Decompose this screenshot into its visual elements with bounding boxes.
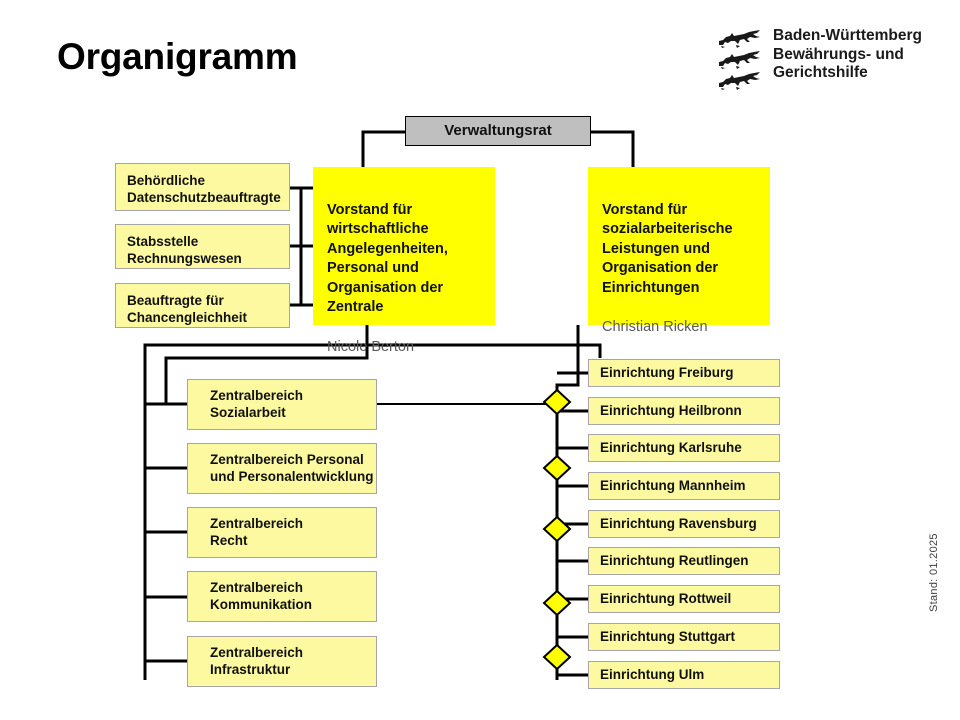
node-zentralbereich-personal[interactable]: Zentralbereich Personal und Personalentw… <box>187 443 377 494</box>
junction-diamond <box>542 589 572 617</box>
junction-diamond <box>542 454 572 482</box>
node-title: Vorstand für sozialarbeiterische Leistun… <box>602 201 733 296</box>
node-einrichtung-ulm[interactable]: Einrichtung Ulm <box>588 661 780 689</box>
node-einrichtung-heilbronn[interactable]: Einrichtung Heilbronn <box>588 397 780 425</box>
junction-diamond <box>542 643 572 671</box>
page-title: Organigramm <box>57 36 298 77</box>
node-person: Christian Ricken <box>602 319 708 335</box>
node-zentralbereich-kommunikation[interactable]: Zentralbereich Kommunikation <box>187 571 377 622</box>
node-person: Nicole Berton <box>327 338 415 355</box>
node-zentralbereich-recht[interactable]: Zentralbereich Recht <box>187 507 377 558</box>
logo-wordmark: Baden-Württemberg Bewährungs- und Gerich… <box>773 27 922 83</box>
node-stabsstelle-rechnungswesen[interactable]: Stabsstelle Rechnungswesen <box>115 224 290 269</box>
three-lions-crest-icon <box>716 27 764 91</box>
node-beauftragte-chancengleichheit[interactable]: Beauftragte für Chancengleichheit <box>115 283 290 328</box>
node-label: Zentralbereich Infrastruktur <box>210 645 304 677</box>
node-einrichtung-reutlingen[interactable]: Einrichtung Reutlingen <box>588 547 780 575</box>
node-einrichtung-stuttgart[interactable]: Einrichtung Stuttgart <box>588 623 780 651</box>
node-label: Zentralbereich Recht <box>210 516 304 548</box>
organization-logo: Baden-Württemberg Bewährungs- und Gerich… <box>716 27 922 91</box>
junction-diamond <box>542 388 572 416</box>
node-title: Vorstand für wirtschaftliche Angelegenhe… <box>327 201 448 316</box>
node-zentralbereich-infrastruktur[interactable]: Zentralbereich Infrastruktur <box>187 636 377 687</box>
node-einrichtung-karlsruhe[interactable]: Einrichtung Karlsruhe <box>588 434 780 462</box>
node-einrichtung-rottweil[interactable]: Einrichtung Rottweil <box>588 585 780 613</box>
node-einrichtung-mannheim[interactable]: Einrichtung Mannheim <box>588 472 780 500</box>
junction-diamond <box>542 515 572 543</box>
logo-line-2: Bewährungs- und <box>773 45 904 63</box>
node-behoerdliche-datenschutzbeauftragte[interactable]: Behördliche Datenschutzbeauftragte <box>115 163 290 211</box>
node-label: Zentralbereich Personal und Personalentw… <box>210 452 374 484</box>
node-einrichtung-ravensburg[interactable]: Einrichtung Ravensburg <box>588 510 780 538</box>
node-zentralbereich-sozialarbeit[interactable]: Zentralbereich Sozialarbeit <box>187 379 377 430</box>
node-einrichtung-freiburg[interactable]: Einrichtung Freiburg <box>588 359 780 387</box>
node-label: Zentralbereich Sozialarbeit <box>210 388 304 420</box>
logo-line-3: Gerichtshilfe <box>773 64 868 81</box>
node-verwaltungsrat[interactable]: Verwaltungsrat <box>405 116 591 146</box>
logo-line-1: Baden-Württemberg <box>773 27 922 44</box>
stand-note: Stand: 01.2025 <box>928 533 940 612</box>
node-label: Zentralbereich Kommunikation <box>210 580 313 612</box>
node-vorstand-sozialarbeit[interactable]: Vorstand für sozialarbeiterische Leistun… <box>588 167 770 335</box>
node-vorstand-wirtschaft[interactable]: Vorstand für wirtschaftliche Angelegenhe… <box>313 167 495 355</box>
